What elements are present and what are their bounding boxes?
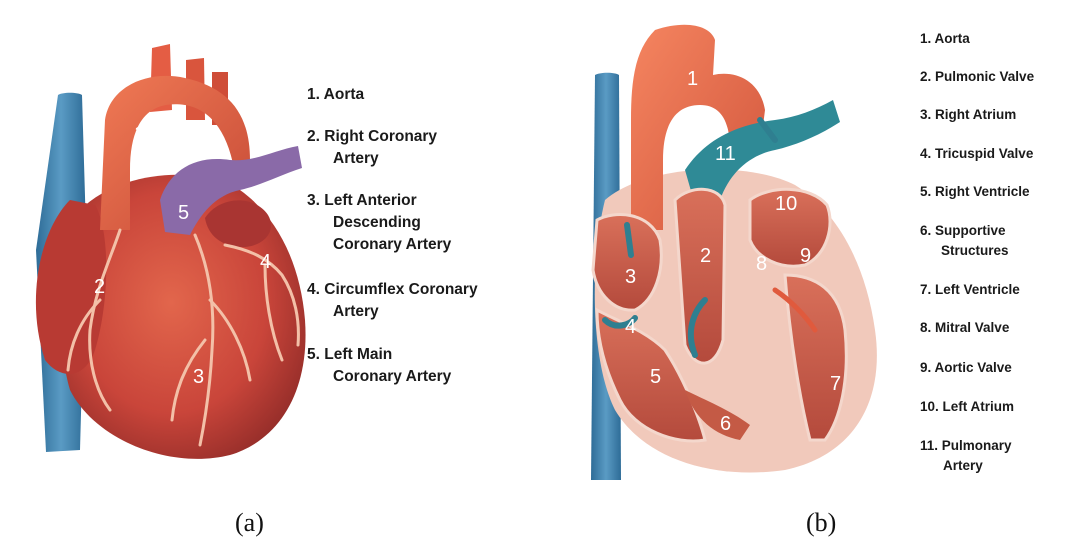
- legend-a-item-3: 3. Left Anterior Descending Coronary Art…: [307, 190, 451, 256]
- legend-b-item-6: 6. Supportive Structures: [920, 221, 1009, 261]
- legend-b-item-5: 5. Right Ventricle: [920, 182, 1030, 202]
- marker-b-4: 4: [625, 316, 636, 338]
- legend-b-item-11: 11. Pulmonary Artery: [920, 436, 1012, 476]
- legend-b-item-8: 8. Mitral Valve: [920, 318, 1009, 338]
- marker-b-1: 1: [687, 68, 698, 90]
- marker-b-10: 10: [775, 193, 797, 215]
- caption-a: (a): [235, 508, 264, 538]
- marker-b-8: 8: [756, 253, 767, 275]
- marker-a-4: 4: [260, 251, 271, 273]
- marker-b-2: 2: [700, 245, 711, 267]
- flow-arrow-ra: [627, 225, 631, 255]
- marker-b-7: 7: [830, 373, 841, 395]
- marker-a-3: 3: [193, 366, 204, 388]
- heart-interior-illustration: 1 2 3 4 5 6 7 8 9 10 11: [535, 0, 915, 500]
- legend-a-item-4: 4. Circumflex Coronary Artery: [307, 279, 478, 323]
- marker-b-5: 5: [650, 366, 661, 388]
- legend-b-item-2: 2. Pulmonic Valve: [920, 67, 1034, 87]
- legend-a-item-2: 2. Right Coronary Artery: [307, 126, 437, 170]
- marker-b-9: 9: [800, 245, 811, 267]
- legend-b-item-4: 4. Tricuspid Valve: [920, 144, 1033, 164]
- heart-exterior-illustration: 1 2 3 4 5: [0, 0, 535, 500]
- caption-b: (b): [806, 508, 836, 538]
- marker-b-11: 11: [715, 143, 736, 165]
- marker-b-6: 6: [720, 413, 731, 435]
- panel-b-interior-heart: 1 2 3 4 5 6 7 8 9 10 11 1. Aorta 2. Pulm…: [535, 0, 1070, 559]
- legend-b-item-9: 9. Aortic Valve: [920, 358, 1012, 378]
- marker-a-2: 2: [94, 276, 105, 298]
- legend-b-item-1: 1. Aorta: [920, 29, 970, 49]
- legend-a-item-1: 1. Aorta: [307, 84, 364, 106]
- legend-b-item-7: 7. Left Ventricle: [920, 280, 1020, 300]
- marker-a-5: 5: [178, 202, 189, 224]
- legend-a-item-5: 5. Left Main Coronary Artery: [307, 344, 451, 388]
- panel-a-exterior-heart: 1 2 3 4 5 1. Aorta 2. Right Coronary Art…: [0, 0, 535, 559]
- marker-a-1: 1: [134, 123, 145, 145]
- legend-b-item-10: 10. Left Atrium: [920, 397, 1014, 417]
- marker-b-3: 3: [625, 266, 636, 288]
- legend-b-item-3: 3. Right Atrium: [920, 105, 1016, 125]
